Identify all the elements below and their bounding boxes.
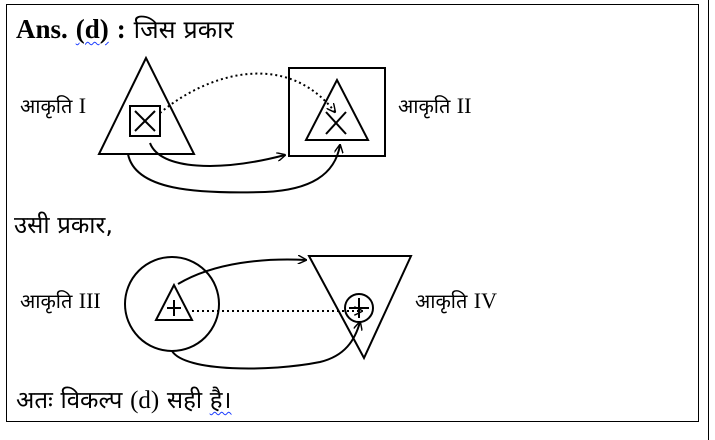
conclusion-part3: है। bbox=[209, 386, 232, 414]
answer-colon: : bbox=[116, 14, 126, 44]
figure-3-label: आकृति III bbox=[20, 287, 101, 314]
conclusion-part2: सही bbox=[166, 386, 203, 414]
right-edge-line bbox=[708, 0, 709, 440]
answer-frame bbox=[6, 4, 699, 422]
figure-2-label: आकृति II bbox=[398, 92, 471, 119]
figure-4-word: आकृति bbox=[415, 289, 468, 313]
figure-2-cross-b bbox=[325, 111, 347, 135]
same-way-text: उसी प्रकार, bbox=[14, 211, 113, 239]
fig3-outer-arrow bbox=[171, 322, 360, 370]
figure-1-cross-b bbox=[134, 110, 156, 132]
answer-heading: Ans. (d) : जिस प्रकार bbox=[16, 12, 234, 46]
answer-text: जिस प्रकार bbox=[133, 15, 234, 44]
figure-3-word: आकृति bbox=[20, 289, 73, 313]
figure-3-numeral: III bbox=[78, 288, 101, 313]
figure-4-triangle bbox=[307, 255, 413, 361]
figure-1-label: आकृति I bbox=[20, 92, 86, 119]
conclusion-text: अतः विकल्प (d) सही है। bbox=[16, 383, 232, 416]
figure-4-numeral: IV bbox=[473, 288, 497, 313]
figure-3-inner-triangle bbox=[154, 282, 194, 321]
fig1-outer-arrow bbox=[127, 145, 340, 194]
fig1-dotted-arrow bbox=[159, 72, 335, 113]
figure-2-word: आकृति bbox=[398, 94, 451, 118]
conclusion-part1: अतः विकल्प bbox=[16, 386, 123, 414]
figure-1-inner-square bbox=[129, 105, 161, 137]
figure-1-word: आकृति bbox=[20, 94, 73, 118]
conclusion-option: (d) bbox=[130, 387, 160, 414]
figure-2-inner-triangle bbox=[304, 77, 370, 141]
answer-option: (d) bbox=[75, 14, 109, 44]
figure-2-numeral: II bbox=[456, 93, 472, 118]
figure-1-numeral: I bbox=[78, 93, 87, 118]
figure-1-shape bbox=[97, 55, 196, 155]
answer-prefix: Ans. bbox=[16, 14, 68, 44]
figure-4-label: आकृति IV bbox=[415, 287, 497, 314]
fig3-circle-arrow bbox=[177, 260, 306, 285]
fig1-triangle-arrow bbox=[149, 142, 285, 167]
figure-2-shape bbox=[288, 67, 386, 157]
figure-4-shape bbox=[307, 255, 413, 361]
figure-1-triangle bbox=[97, 55, 196, 155]
